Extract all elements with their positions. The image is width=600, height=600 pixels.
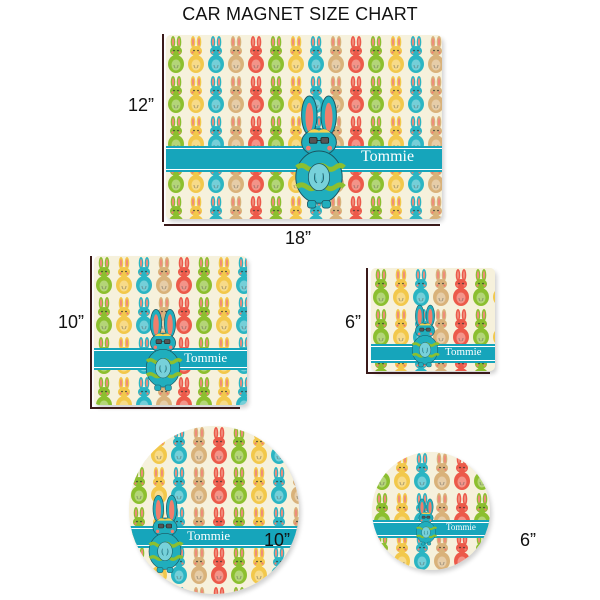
personalized-name: Tommie <box>187 528 231 543</box>
size-label-10: 10” <box>264 530 291 550</box>
personalized-name: Tommie <box>446 522 476 532</box>
personalized-name: Tommie <box>184 350 228 365</box>
magnet-circle-6: Tommie <box>372 452 490 570</box>
height-label-6: 6” <box>345 312 362 332</box>
bunny-icon <box>415 497 438 547</box>
personalized-name: Tommie <box>445 346 482 358</box>
magnet-square-10: Tommie <box>94 256 247 405</box>
bunny-icon <box>142 301 184 399</box>
width-label-18: 18” <box>285 228 312 248</box>
height-dimension-line <box>162 34 164 222</box>
magnet-rectangle-18x12: Tommie <box>166 35 442 219</box>
bunny-icon <box>290 87 348 217</box>
magnet-circle-10: Tommie <box>129 426 299 594</box>
size-label-6: 6” <box>520 530 537 550</box>
height-label-12: 12” <box>128 95 155 115</box>
page-title: CAR MAGNET SIZE CHART <box>182 4 418 24</box>
width-dimension-line <box>366 372 490 374</box>
magnet-square-6: Tommie <box>371 268 495 371</box>
width-dimension-line <box>164 224 440 226</box>
bunny-icon <box>147 493 185 575</box>
height-label-10: 10” <box>58 312 85 332</box>
height-dimension-line <box>90 256 92 408</box>
width-dimension-line <box>90 407 240 409</box>
personalized-name: Tommie <box>361 148 415 165</box>
bunny-icon <box>410 303 441 369</box>
height-dimension-line <box>366 268 368 373</box>
